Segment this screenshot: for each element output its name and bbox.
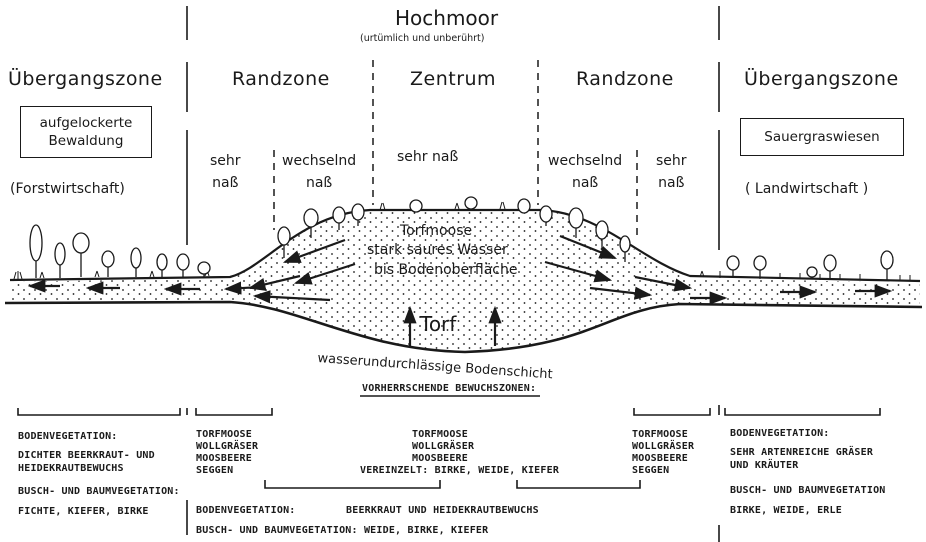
forest-box: aufgelockerte Bewaldung: [20, 106, 152, 158]
wetness-very-wet-left-1: sehr: [210, 150, 241, 172]
forest-box-line-1: aufgelockerte: [40, 114, 133, 132]
wetness-variable-left-2: naß: [282, 172, 356, 194]
meadow-box: Sauergraswiesen: [740, 118, 904, 156]
edge-right-veg-1: TORFMOOSE: [632, 429, 694, 441]
left-ground-veg: DICHTER BEERKRAUT- UND HEIDEKRAUTBEWUCHS: [18, 450, 155, 475]
zone-right-transition: Übergangszone: [744, 70, 899, 89]
edge-right-veg-2: WOLLGRÄSER: [632, 441, 694, 453]
left-ground-veg-1: DICHTER BEERKRAUT- UND: [18, 450, 155, 463]
edge-left-veg-1: TORFMOOSE: [196, 429, 258, 441]
left-shrub-veg-label: BUSCH- UND BAUMVEGETATION:: [18, 487, 180, 497]
wetness-very-wet-right-1: sehr: [656, 150, 687, 172]
edge-left-veg-3: MOOSBEERE: [196, 453, 258, 465]
wetness-very-wet-right-2: naß: [656, 172, 687, 194]
left-ground-veg-2: HEIDEKRAUTBEWUCHS: [18, 463, 155, 476]
left-shrub-veg: FICHTE, KIEFER, BIRKE: [18, 507, 149, 517]
zone-left-edge: Randzone: [232, 70, 330, 89]
wetness-variable-left-1: wechselnd: [282, 150, 356, 172]
edge-left-veg-4: SEGGEN: [196, 465, 258, 477]
right-ground-veg-1: SEHR ARTENREICHE GRÄSER: [730, 447, 873, 460]
label-peat: Torf: [420, 314, 456, 334]
forest-box-line-2: Bewaldung: [40, 132, 133, 150]
center-veg-3: MOOSBEERE: [412, 453, 474, 465]
agriculture-label: ( Landwirtschaft ): [745, 182, 868, 196]
wetness-very-wet-right: sehr naß: [656, 150, 687, 195]
wetness-center: sehr naß: [397, 150, 458, 164]
edge-right-veg: TORFMOOSE WOLLGRÄSER MOOSBEERE SEGGEN: [632, 429, 694, 477]
label-surface: bis Bodenoberfläche: [374, 263, 517, 277]
bottom-ground-veg-label: BODENVEGETATION:: [196, 506, 296, 516]
wetness-very-wet-left-2: naß: [210, 172, 241, 194]
left-ground-veg-label: BODENVEGETATION:: [18, 432, 118, 442]
wetness-variable-left: wechselnd naß: [282, 150, 356, 195]
center-veg-extra: VEREINZELT: BIRKE, WEIDE, KIEFER: [360, 466, 559, 476]
edge-left-veg-2: WOLLGRÄSER: [196, 441, 258, 453]
diagram-title: Hochmoor: [395, 8, 498, 28]
zone-center: Zentrum: [410, 70, 496, 89]
right-ground-veg-2: UND KRÄUTER: [730, 460, 873, 473]
edge-right-veg-3: MOOSBEERE: [632, 453, 694, 465]
center-veg-1: TORFMOOSE: [412, 429, 474, 441]
label-acid-water: stark saures Wasser: [367, 243, 508, 257]
bottom-ground-veg: BEERKRAUT UND HEIDEKRAUTBEWUCHS: [346, 506, 539, 516]
meadow-box-label: Sauergraswiesen: [764, 128, 879, 146]
edge-right-veg-4: SEGGEN: [632, 465, 694, 477]
label-peat-moss: Torfmoose: [400, 224, 472, 238]
zone-left-transition: Übergangszone: [8, 70, 163, 89]
zone-right-edge: Randzone: [576, 70, 674, 89]
wetness-variable-right-1: wechselnd: [548, 150, 622, 172]
right-shrub-veg-label: BUSCH- UND BAUMVEGETATION: [730, 486, 886, 496]
right-ground-veg-label: BODENVEGETATION:: [730, 429, 830, 439]
edge-left-veg: TORFMOOSE WOLLGRÄSER MOOSBEERE SEGGEN: [196, 429, 258, 477]
wetness-variable-right: wechselnd naß: [548, 150, 622, 195]
center-veg: TORFMOOSE WOLLGRÄSER MOOSBEERE: [412, 429, 474, 465]
center-veg-2: WOLLGRÄSER: [412, 441, 474, 453]
right-shrub-veg: BIRKE, WEIDE, ERLE: [730, 506, 842, 516]
wetness-very-wet-left: sehr naß: [210, 150, 241, 195]
forestry-label: (Forstwirtschaft): [10, 182, 125, 196]
bottom-shrub-veg: BUSCH- UND BAUMVEGETATION: WEIDE, BIRKE,…: [196, 526, 488, 536]
right-ground-veg: SEHR ARTENREICHE GRÄSER UND KRÄUTER: [730, 447, 873, 472]
wetness-variable-right-2: naß: [548, 172, 622, 194]
diagram-subtitle: (urtümlich und unberührt): [360, 34, 484, 44]
vegetation-heading: VORHERRSCHENDE BEWUCHSZONEN:: [362, 384, 536, 394]
